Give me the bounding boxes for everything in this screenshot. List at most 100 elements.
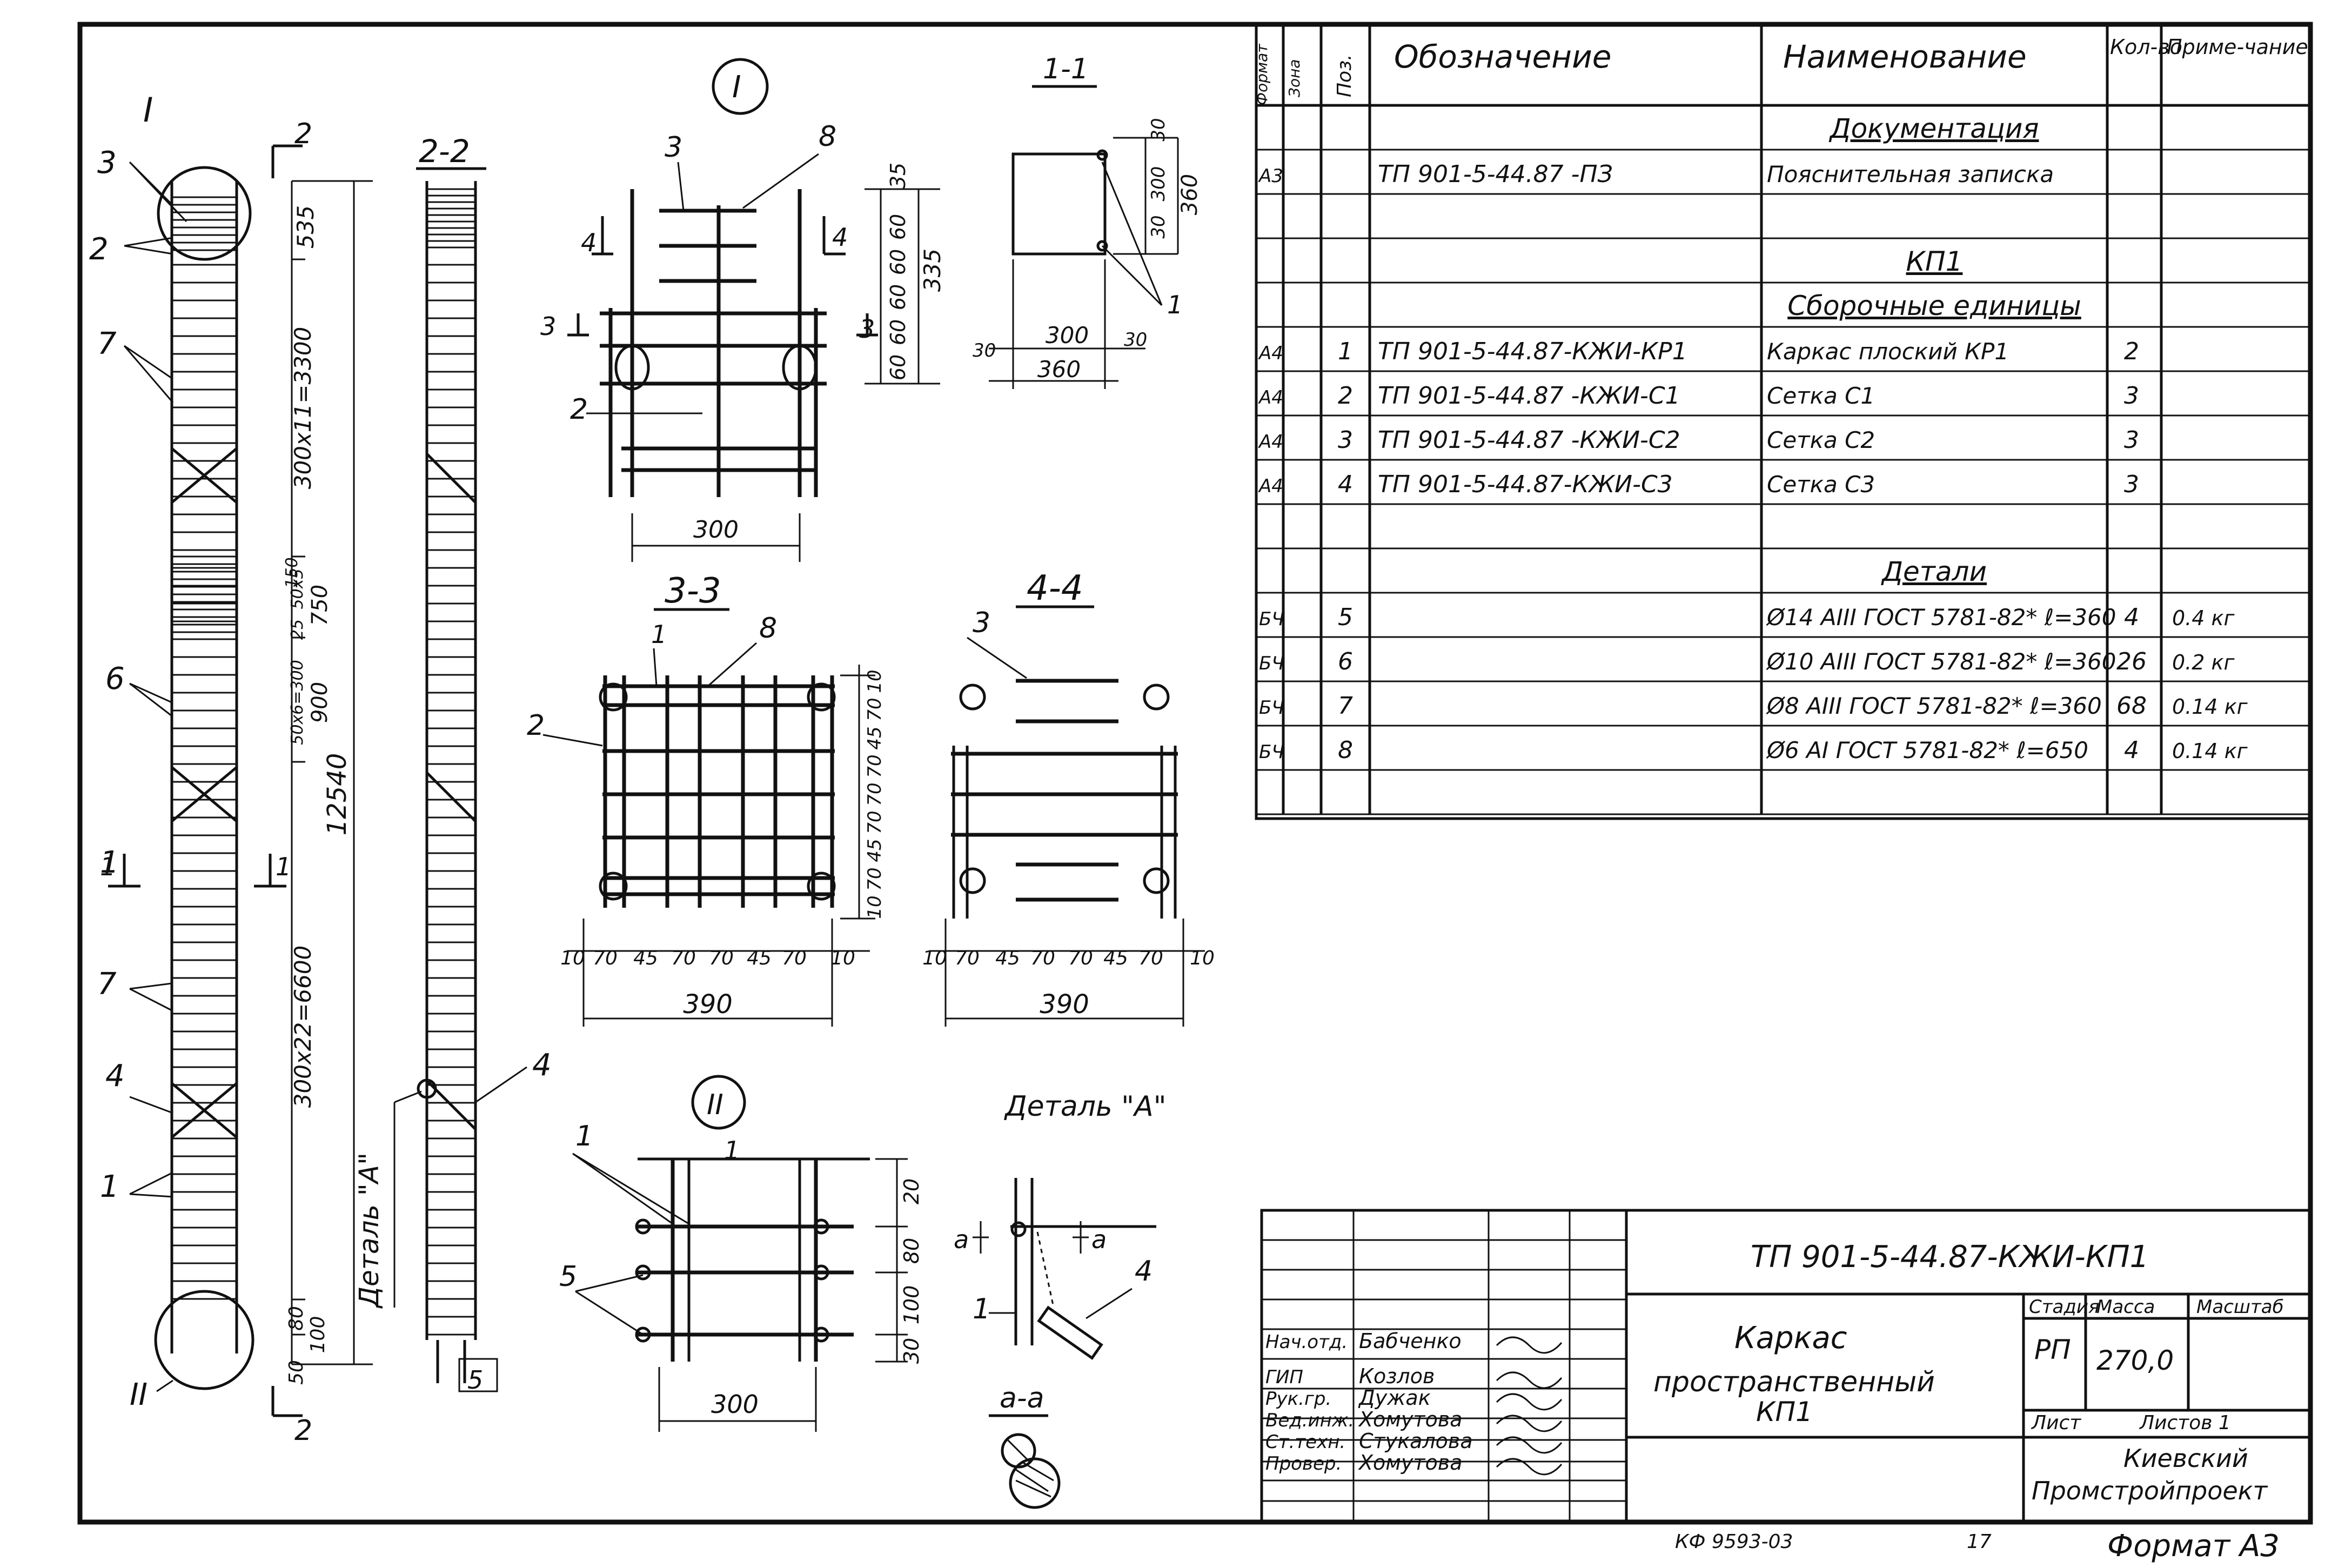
sec44-dim-bottom-2: 45 <box>995 947 1020 969</box>
callout-6: 6 <box>105 661 125 696</box>
spec-cell-name: Ø14 АIII ГОСТ 5781-82* ℓ=360 <box>1766 604 2116 631</box>
section-2-2: 2-2 Деталь "А" 4 5 <box>353 133 552 1395</box>
sec44-dim-bottom-1: 70 <box>955 947 980 969</box>
sec33-dim-right-4: 70 <box>864 782 886 806</box>
spec-cell-name-heading: КП1 <box>1906 246 1963 277</box>
node-I-dim-60a: 60 <box>886 214 910 240</box>
node-I-label-8: 8 <box>819 120 836 153</box>
staff-row: Ст.техн.Стукалова <box>1265 1429 1563 1454</box>
dim-50: 50 <box>285 1360 307 1385</box>
detail-a-label-1: 1 <box>973 1293 990 1325</box>
staff-name: Хомутова <box>1358 1451 1463 1475</box>
title-block-stage-label: Стадия <box>2029 1296 2099 1318</box>
node-I-cut-3-left: 3 <box>540 312 556 341</box>
spec-row: Детали <box>1881 556 1987 587</box>
staff-name: Дужак <box>1358 1386 1431 1410</box>
spec-cell-format: А3 <box>1258 165 1283 187</box>
cut-2-bottom: 2 <box>294 1415 312 1447</box>
signature-mark <box>1496 1393 1563 1411</box>
spec-header-name: Наименование <box>1783 38 2027 75</box>
spec-row: КП1 <box>1906 246 1963 277</box>
sec44-dim-bottom-0: 10 <box>922 947 947 969</box>
spec-cell-pos: 3 <box>1338 426 1353 454</box>
spec-cell-qty: 3 <box>2124 382 2139 410</box>
sec11-dim-30b: 30 <box>1148 215 1169 238</box>
node-II-label-1b: 1 <box>724 1136 740 1165</box>
sec33-dim-bottom-3: 70 <box>671 947 696 969</box>
section-4-4-title: 4-4 <box>1027 568 1083 608</box>
sec11-dim-300h: 300 <box>1046 322 1089 349</box>
column-elevation: I 3 2 7 6 1 7 4 1 II 2 1 1 2 535 300x11=… <box>89 90 373 1447</box>
spec-cell-name: Сетка С2 <box>1767 427 1875 453</box>
section-2-2-title: 2-2 <box>419 133 470 170</box>
callout-4: 4 <box>105 1058 125 1094</box>
node-I-label-2: 2 <box>570 393 588 426</box>
spec-cell-name: Сетка С1 <box>1767 383 1875 409</box>
node-I-dim-60d: 60 <box>886 319 910 345</box>
dim-100: 100 <box>307 1316 329 1353</box>
cut-1-right: 1 <box>276 852 291 881</box>
spec-cell-qty: 2 <box>2124 338 2139 365</box>
dim-300x22: 300x22=6600 <box>290 946 316 1108</box>
sec33-dim-right-0: 10 <box>864 669 886 693</box>
sec33-label-8: 8 <box>759 612 777 645</box>
node-II-label-1a: 1 <box>575 1120 593 1152</box>
sec44-dim-bottom-4: 70 <box>1068 947 1093 969</box>
node-II-dim-300: 300 <box>711 1390 759 1419</box>
node-II: II 1 1 5 20 80 100 30 300 <box>559 1075 923 1432</box>
node-II-dim-80: 80 <box>900 1238 923 1264</box>
callout-1b: 1 <box>100 1169 119 1204</box>
node-I-dim-35: 35 <box>886 163 910 189</box>
title-block-code: ТП 901-5-44.87-КЖИ-КП1 <box>1751 1239 2149 1275</box>
node-I-dim-60c: 60 <box>886 284 910 310</box>
sec44-dim-bottom-5: 45 <box>1103 947 1128 969</box>
staff-row: Рук.гр.Дужак <box>1265 1386 1563 1411</box>
signature-mark <box>1496 1458 1563 1476</box>
sec33-dim-right-8: 10 <box>864 895 886 919</box>
node-I-dim-300: 300 <box>693 516 739 544</box>
signature-mark <box>1496 1415 1563 1432</box>
callout-2: 2 <box>89 232 109 267</box>
callout-II: II <box>130 1377 148 1412</box>
staff-role: Ст.техн. <box>1265 1431 1345 1453</box>
spec-cell-name: Ø10 АIII ГОСТ 5781-82* ℓ=360 <box>1766 648 2116 675</box>
callout-I: I <box>143 90 153 130</box>
spec-cell-pos: 4 <box>1338 471 1353 498</box>
node-II-label-5: 5 <box>559 1261 577 1293</box>
specification-table: Формат Зона Поз. Обозначение Наименовани… <box>1253 23 2312 820</box>
staff-row: Провер. Хомутова <box>1265 1451 1563 1476</box>
spec-cell-qty: 4 <box>2124 736 2139 764</box>
title-block-org-1: Киевский <box>2123 1444 2248 1473</box>
staff-role: ГИП <box>1265 1366 1303 1388</box>
cut-1-left: 1 <box>100 852 116 881</box>
sec33-dim-bottom-4: 70 <box>709 947 734 969</box>
sec22-pos-5: 5 <box>467 1365 483 1395</box>
sec11-dim-30c: 30 <box>973 340 996 361</box>
drawing-frame <box>77 22 2313 1525</box>
spec-row: Сборочные единицы <box>1787 290 2081 321</box>
sec33-dim-right-3: 70 <box>864 754 886 778</box>
node-I-cut-4-right: 4 <box>832 223 848 252</box>
staff-role: Провер. <box>1265 1453 1342 1475</box>
sec11-dim-360h: 360 <box>1037 356 1081 383</box>
node-II-title: II <box>707 1089 723 1121</box>
footer-sheet-number: 17 <box>1967 1531 1992 1553</box>
spec-cell-format: А4 <box>1258 431 1283 453</box>
spec-cell-format: А4 <box>1258 475 1283 497</box>
spec-cell-name: Пояснительная записка <box>1767 161 2054 187</box>
sec33-dim-bottom-5: 45 <box>747 947 772 969</box>
title-block-scale-label: Масштаб <box>2196 1296 2284 1318</box>
spec-cell-pos: 6 <box>1338 648 1353 675</box>
spec-cell-note: 0.14 кг <box>2172 739 2248 763</box>
sec33-dim-right-6: 45 <box>864 839 886 862</box>
node-I-dim-60b: 60 <box>886 249 910 275</box>
node-I-title: I <box>732 70 741 105</box>
dim-50x6: 50x6=300 <box>288 660 307 745</box>
callout-7a: 7 <box>97 326 117 361</box>
spec-cell-qty: 3 <box>2124 426 2139 454</box>
sec11-dim-300v: 300 <box>1148 166 1169 202</box>
sec33-total-390: 390 <box>683 989 733 1020</box>
